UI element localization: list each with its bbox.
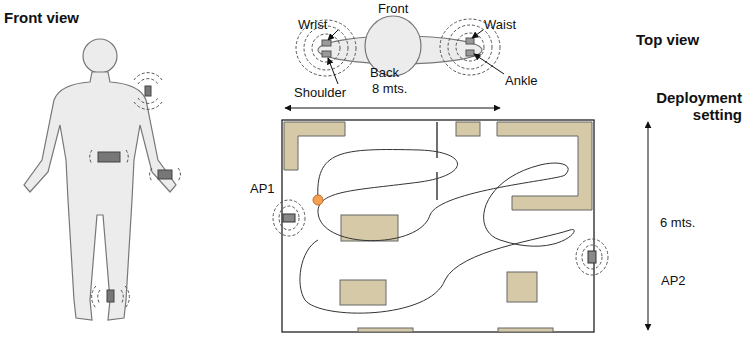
top-view-sensors	[322, 38, 474, 57]
body-silhouette	[24, 39, 176, 320]
sensor-label: Shoulder	[294, 86, 346, 100]
room-walls	[282, 120, 594, 332]
view-heading: Top view	[636, 32, 699, 49]
sensor-label: Wrist	[298, 18, 327, 32]
furniture	[284, 122, 592, 332]
access-point-label: AP2	[661, 274, 686, 288]
access-point-label: AP1	[250, 182, 275, 196]
radio-waves	[90, 73, 181, 308]
access-points	[273, 200, 608, 275]
dimension-label: 6 mts.	[660, 216, 695, 230]
body-sensors	[98, 86, 172, 302]
sensor-label: Ankle	[505, 74, 538, 88]
view-heading: Front view	[4, 10, 79, 27]
leader-lines	[328, 30, 504, 84]
direction-label: Back	[370, 66, 399, 80]
start-dot	[313, 195, 323, 205]
top-view-body	[318, 16, 482, 76]
sensor-label: Waist	[484, 18, 516, 32]
direction-label: Front	[378, 2, 408, 16]
view-heading: Deployment setting	[632, 90, 742, 123]
walk-path	[300, 150, 574, 314]
dimension-label: 8 mts.	[372, 82, 407, 96]
